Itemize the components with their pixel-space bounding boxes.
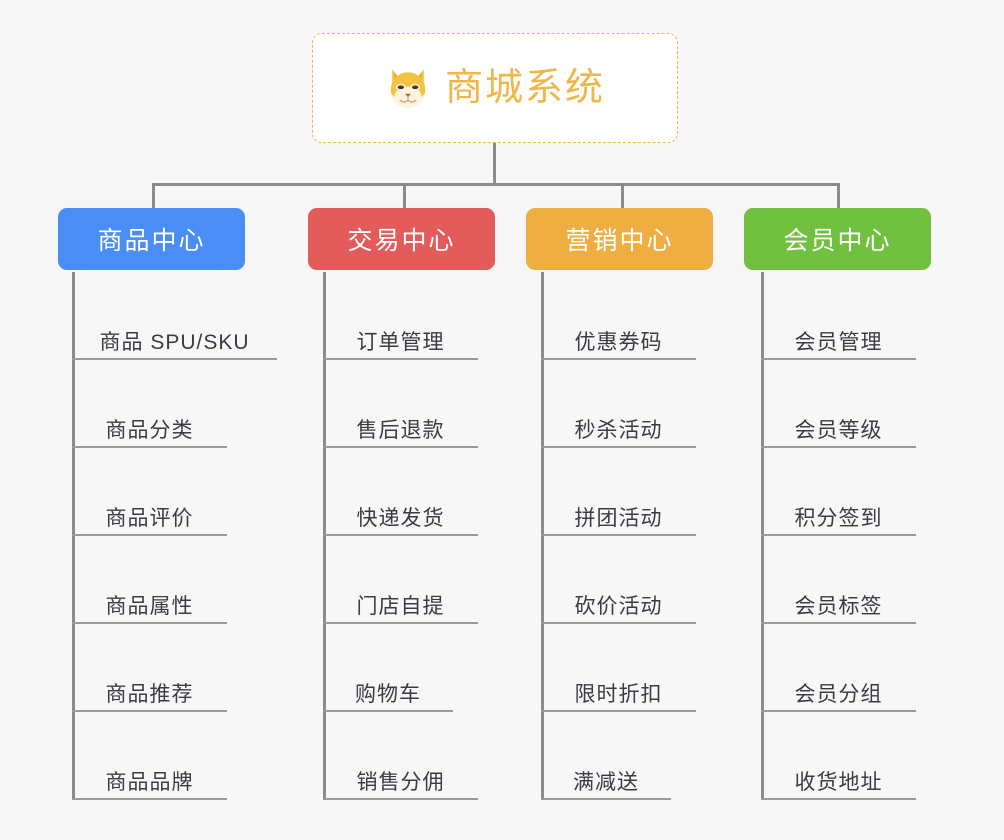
leaf-label: 销售分佣 <box>356 770 445 794</box>
leaf-label: 积分签到 <box>794 506 883 530</box>
leaf-item[interactable]: 会员等级 <box>761 360 916 448</box>
leaf-item[interactable]: 商品 SPU/SKU <box>72 272 277 360</box>
leaf-label: 售后退款 <box>356 418 445 442</box>
leaf-item[interactable]: 优惠券码 <box>541 272 696 360</box>
connector-root-stem <box>493 143 496 185</box>
connector-horizontal-bus <box>152 183 840 186</box>
leaf-label: 商品 SPU/SKU <box>99 330 250 354</box>
leaf-item[interactable]: 订单管理 <box>323 272 478 360</box>
leaf-label: 快递发货 <box>356 506 445 530</box>
connector-drop-1 <box>152 183 155 210</box>
leaf-label: 订单管理 <box>356 330 445 354</box>
leaf-item[interactable]: 积分签到 <box>761 448 916 536</box>
branch-spine <box>761 272 764 800</box>
leaf-item[interactable]: 售后退款 <box>323 360 478 448</box>
category-box-营销中心[interactable]: 营销中心 <box>526 208 713 270</box>
connector-drop-3 <box>621 183 624 210</box>
root-label: 商城系统 <box>444 67 605 109</box>
leaf-item[interactable]: 商品品牌 <box>72 712 227 800</box>
leaf-label: 限时折扣 <box>574 682 663 706</box>
leaf-item[interactable]: 商品推荐 <box>72 624 227 712</box>
branch-spine <box>541 272 544 800</box>
category-label: 营销中心 <box>565 227 674 255</box>
branch-spine <box>323 272 326 800</box>
leaf-label: 拼团活动 <box>574 506 663 530</box>
leaf-item[interactable]: 会员分组 <box>761 624 916 712</box>
branch-spine <box>72 272 75 800</box>
leaf-label: 商品属性 <box>105 594 194 618</box>
leaf-label: 会员标签 <box>794 594 883 618</box>
leaf-item[interactable]: 秒杀活动 <box>541 360 696 448</box>
leaf-label: 满减送 <box>573 770 639 794</box>
leaf-item[interactable]: 销售分佣 <box>323 712 478 800</box>
leaf-label: 购物车 <box>355 682 421 706</box>
leaf-item[interactable]: 限时折扣 <box>541 624 696 712</box>
leaf-label: 会员分组 <box>794 682 883 706</box>
leaf-item[interactable]: 会员管理 <box>761 272 916 360</box>
leaf-item[interactable]: 满减送 <box>541 712 671 800</box>
category-label: 商品中心 <box>97 227 206 255</box>
leaf-item[interactable]: 砍价活动 <box>541 536 696 624</box>
leaf-item[interactable]: 门店自提 <box>323 536 478 624</box>
category-box-会员中心[interactable]: 会员中心 <box>744 208 931 270</box>
leaf-item[interactable]: 购物车 <box>323 624 453 712</box>
leaf-label: 商品分类 <box>105 418 194 442</box>
leaf-label: 收货地址 <box>794 770 883 794</box>
leaf-label: 门店自提 <box>356 594 445 618</box>
category-box-交易中心[interactable]: 交易中心 <box>308 208 495 270</box>
leaf-label: 会员管理 <box>794 330 883 354</box>
category-box-商品中心[interactable]: 商品中心 <box>58 208 245 270</box>
shiba-dog-face-icon <box>390 69 426 109</box>
leaf-label: 商品评价 <box>105 506 194 530</box>
leaf-item[interactable]: 会员标签 <box>761 536 916 624</box>
connector-drop-4 <box>837 183 840 210</box>
leaf-item[interactable]: 商品属性 <box>72 536 227 624</box>
leaf-item[interactable]: 快递发货 <box>323 448 478 536</box>
leaf-item[interactable]: 商品分类 <box>72 360 227 448</box>
leaf-label: 砍价活动 <box>574 594 663 618</box>
leaf-label: 会员等级 <box>794 418 883 442</box>
leaf-label: 商品推荐 <box>105 682 194 706</box>
root-node[interactable]: 商城系统 <box>312 33 678 143</box>
category-label: 会员中心 <box>783 227 892 255</box>
category-label: 交易中心 <box>347 227 456 255</box>
leaf-label: 优惠券码 <box>574 330 663 354</box>
leaf-label: 秒杀活动 <box>574 418 663 442</box>
connector-drop-2 <box>403 183 406 210</box>
leaf-item[interactable]: 商品评价 <box>72 448 227 536</box>
leaf-item[interactable]: 拼团活动 <box>541 448 696 536</box>
leaf-item[interactable]: 收货地址 <box>761 712 916 800</box>
leaf-label: 商品品牌 <box>105 770 194 794</box>
